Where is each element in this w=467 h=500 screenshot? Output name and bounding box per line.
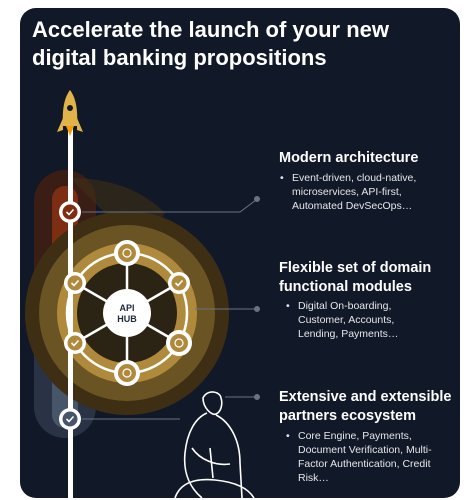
- person-icon: [174, 391, 255, 498]
- checkpoint-architecture: [59, 201, 81, 223]
- rocket-icon: [57, 90, 83, 136]
- promo-card: API HUB: [20, 8, 460, 498]
- check-node-top-left: [64, 272, 86, 294]
- check-node-top-right: [168, 272, 190, 294]
- module-icon: [122, 368, 132, 378]
- checkmark-icon: [65, 415, 75, 423]
- checkmark-icon: [70, 279, 80, 287]
- section-bullet: Digital On-boarding, Customer, Accounts,…: [284, 299, 419, 341]
- checkmark-icon: [174, 279, 184, 287]
- api-hub-label-line1: API: [119, 303, 134, 313]
- module-node-bottom-right: [166, 330, 192, 356]
- module-icon: [122, 248, 132, 258]
- section-list-architecture: Event-driven, cloud-native, microservice…: [278, 171, 438, 213]
- check-node-bottom-left: [64, 332, 86, 354]
- module-node-top: [114, 240, 140, 266]
- checkpoint-ecosystem: [59, 408, 81, 430]
- module-node-bottom: [114, 360, 140, 386]
- module-icon: [174, 338, 184, 348]
- checkmark-icon: [70, 339, 80, 347]
- headline: Accelerate the launch of your new digita…: [32, 17, 389, 70]
- api-hub-label-line2: HUB: [117, 314, 137, 324]
- rocket-trail: [68, 128, 73, 498]
- section-title-architecture: Modern architecture: [279, 150, 419, 166]
- architecture-illustration: API HUB: [25, 90, 260, 498]
- api-hub: [103, 289, 151, 337]
- section-bullet: Event-driven, cloud-native, microservice…: [278, 171, 438, 213]
- checkmark-icon: [65, 208, 75, 216]
- connector-lines: [82, 196, 260, 420]
- section-bullet: Core Engine, Payments, Document Verifica…: [284, 429, 452, 485]
- section-title-ecosystem: Extensive and extensible partners ecosys…: [279, 389, 452, 424]
- section-list-ecosystem: Core Engine, Payments, Document Verifica…: [284, 429, 452, 485]
- section-list-modules: Digital On-boarding, Customer, Accounts,…: [284, 299, 419, 341]
- section-title-modules: Flexible set of domain functional module…: [279, 260, 432, 295]
